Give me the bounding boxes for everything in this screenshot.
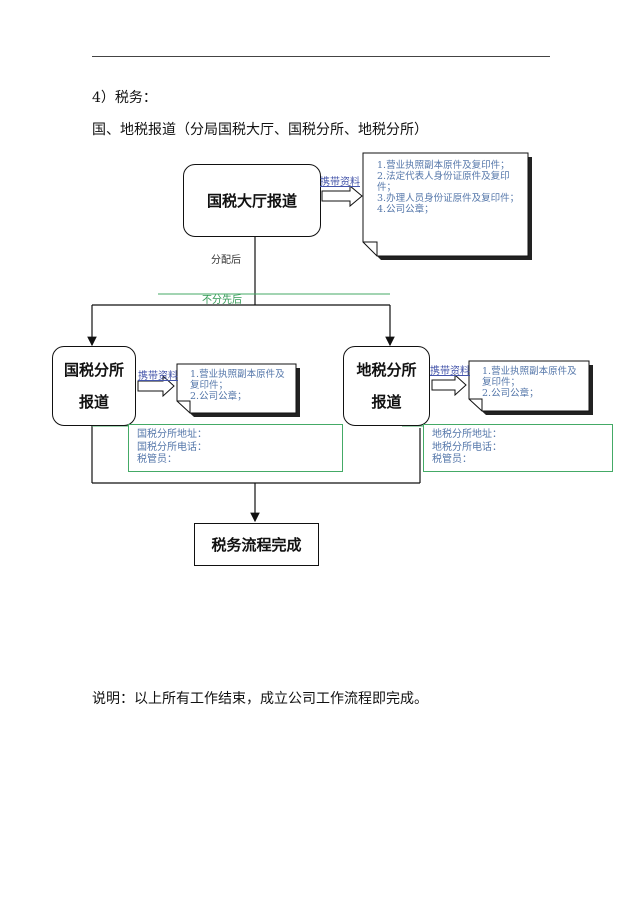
after-assign-label: 分配后 — [211, 255, 241, 266]
section-number: 4）税务： — [92, 90, 157, 106]
box-tax-complete: 税务流程完成 — [194, 523, 319, 566]
national-doc-item: 2.公司公章； — [190, 391, 247, 402]
national-branch-info: 国税分所地址： 国税分所电话： 税管员： — [128, 424, 343, 472]
no-order-label: 不分先后 — [202, 295, 242, 306]
national-info-line: 税管员： — [137, 454, 177, 465]
national-branch-line1: 国税分所 — [63, 361, 124, 379]
start-doc-item: 4.公司公章； — [377, 204, 434, 215]
national-info-line: 国税分所地址： — [137, 429, 207, 440]
footer-note: 说明：以上所有工作结束，成立公司工作流程即完成。 — [92, 691, 428, 707]
local-branch-line1: 地税分所 — [356, 361, 417, 379]
start-doc-item: 3.办理人员身份证原件及复印件； — [377, 193, 520, 204]
local-branch-line2: 报道 — [371, 393, 402, 411]
national-docs-list: 1.营业执照副本原件及复印件； 2.公司公章； — [190, 369, 292, 402]
carry-label-start: 携带资料 — [320, 177, 360, 188]
local-info-line: 地税分所地址： — [432, 429, 502, 440]
docs-note-local — [468, 360, 593, 415]
box-national-branch: 国税分所 报道 — [52, 346, 136, 426]
section-subtitle: 国、地税报道（分局国税大厅、国税分所、地税分所） — [92, 122, 428, 138]
carry-arrow-start — [321, 184, 363, 208]
box-local-branch: 地税分所 报道 — [343, 346, 430, 426]
carry-arrow-national — [137, 374, 175, 398]
national-doc-item: 1.营业执照副本原件及复印件； — [190, 369, 285, 391]
start-doc-item: 1.营业执照副本原件及复印件； — [377, 160, 510, 171]
start-docs-list: 1.营业执照副本原件及复印件； 2.法定代表人身份证原件及复印件； 3.办理人员… — [377, 160, 523, 215]
national-info-line: 国税分所电话： — [137, 441, 207, 453]
docs-note-start — [362, 152, 532, 260]
carry-label-local: 携带资料 — [430, 366, 470, 377]
carry-label-national: 携带资料 — [138, 371, 178, 382]
local-doc-item: 1.营业执照副本原件及复印件； — [482, 366, 577, 388]
local-docs-list: 1.营业执照副本原件及复印件； 2.公司公章； — [482, 366, 586, 399]
header-rule — [92, 56, 550, 57]
carry-arrow-local — [431, 373, 467, 397]
local-doc-item: 2.公司公章； — [482, 388, 539, 399]
national-branch-line2: 报道 — [78, 393, 109, 411]
docs-note-national — [176, 363, 300, 417]
box-national-tax-hall: 国税大厅报道 — [183, 164, 321, 237]
local-info-line: 地税分所电话： — [432, 441, 502, 453]
local-info-line: 税管员： — [432, 454, 472, 465]
local-branch-info: 地税分所地址： 地税分所电话： 税管员： — [423, 424, 613, 472]
start-doc-item: 2.法定代表人身份证原件及复印件； — [377, 171, 510, 193]
